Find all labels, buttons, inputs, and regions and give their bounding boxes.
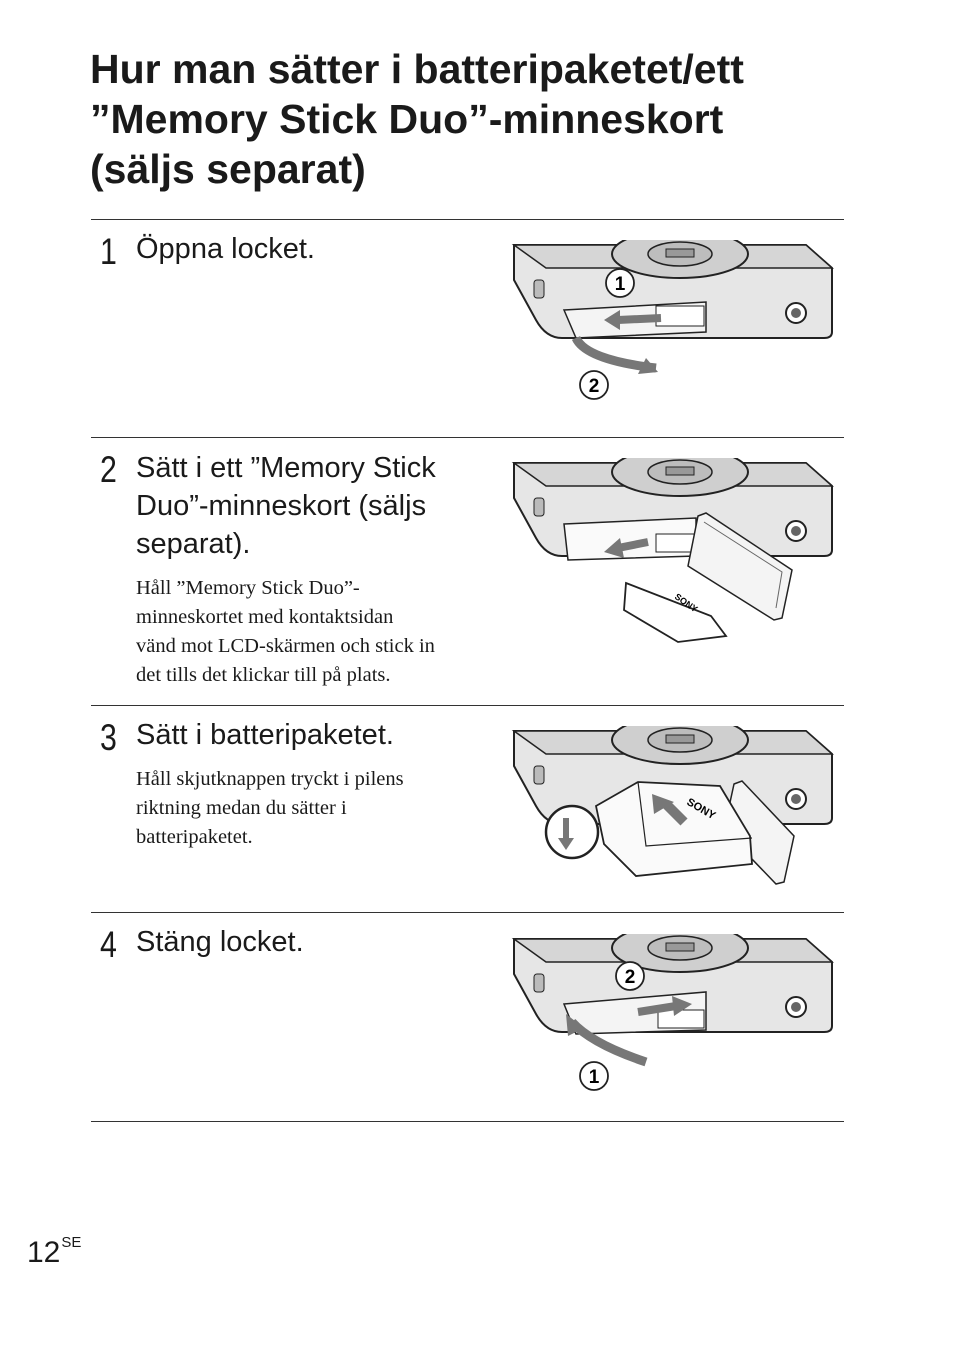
step-3-heading-line: Sätt i batteripaketet. [136, 716, 496, 754]
step-3-body-line: riktning medan du sätter i [136, 794, 486, 823]
step-2-body: Håll ”Memory Stick Duo”- minneskortet me… [136, 574, 486, 690]
step-1-heading: Öppna locket. [136, 230, 496, 268]
callout-2: 2 [589, 376, 600, 397]
page-number: 12SE [27, 1234, 81, 1270]
divider-rule [91, 1121, 844, 1122]
page-number-value: 12 [27, 1236, 60, 1269]
callout-1: 1 [589, 1067, 600, 1088]
page-title: Hur man sätter i batteripaketet/ett ”Mem… [90, 44, 870, 194]
camera-open-lid-illustration: 1 2 [506, 240, 841, 410]
step-1-number: 1 [100, 232, 117, 272]
callout-2: 2 [625, 967, 636, 988]
title-line-3: (säljs separat) [90, 144, 870, 194]
divider-rule [91, 705, 844, 706]
step-2-number: 2 [100, 450, 117, 490]
step-3-body-line: Håll skjutknappen tryckt i pilens [136, 765, 486, 794]
step-4-heading: Stäng locket. [136, 923, 496, 961]
step-3-number: 3 [100, 718, 117, 758]
camera-close-lid-illustration: 2 1 [506, 934, 841, 1099]
page-number-suffix: SE [61, 1234, 81, 1251]
step-3-body: Håll skjutknappen tryckt i pilens riktni… [136, 765, 486, 852]
step-2-heading-line: Duo”-minneskort (säljs [136, 487, 496, 525]
callout-1: 1 [615, 274, 626, 295]
step-2-body-line: det tills det klickar till på plats. [136, 661, 486, 690]
step-3-heading: Sätt i batteripaketet. [136, 716, 496, 754]
step-2-heading-line: Sätt i ett ”Memory Stick [136, 449, 496, 487]
title-line-2: ”Memory Stick Duo”-minneskort [90, 94, 870, 144]
step-3-body-line: batteripaketet. [136, 823, 486, 852]
divider-rule [91, 219, 844, 220]
step-2-heading-line: separat). [136, 525, 496, 563]
title-line-1: Hur man sätter i batteripaketet/ett [90, 44, 870, 94]
step-2-body-line: minneskortet med kontaktsidan [136, 603, 486, 632]
step-2-body-line: vänd mot LCD-skärmen och stick in [136, 632, 486, 661]
camera-insert-memory-card-illustration: SONY [506, 458, 841, 648]
step-1-heading-line: Öppna locket. [136, 230, 496, 268]
step-4-number: 4 [100, 925, 117, 965]
step-2-heading: Sätt i ett ”Memory Stick Duo”-minneskort… [136, 449, 496, 563]
step-2-body-line: Håll ”Memory Stick Duo”- [136, 574, 486, 603]
divider-rule [91, 437, 844, 438]
step-4-heading-line: Stäng locket. [136, 923, 496, 961]
divider-rule [91, 912, 844, 913]
camera-insert-battery-illustration: SONY [506, 726, 841, 891]
